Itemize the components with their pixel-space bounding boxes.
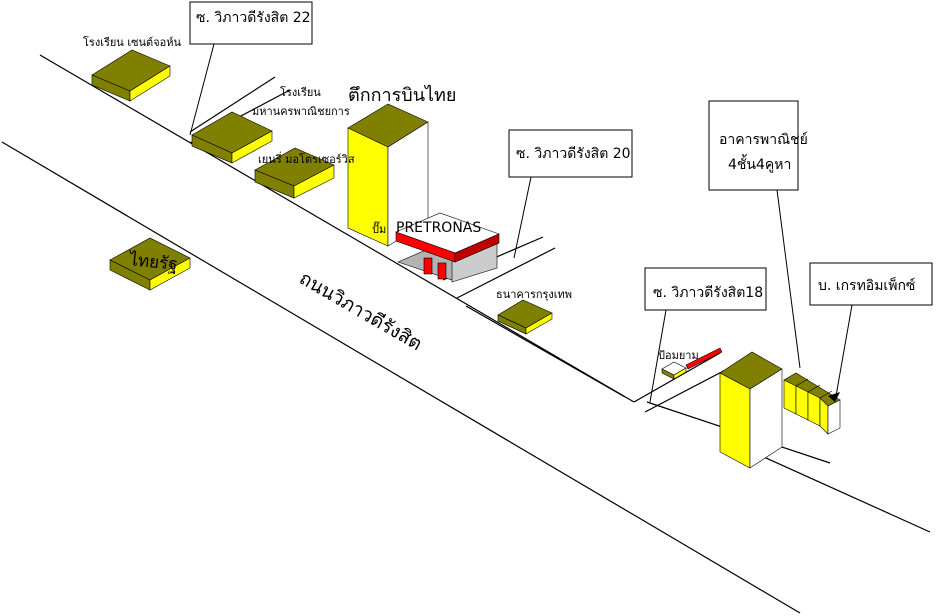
label-soi-18: ซ. วิภาวดีรังสิต18 bbox=[653, 285, 763, 301]
label-commerce-school-line2: มหานครพาณิชยการ bbox=[252, 105, 350, 118]
road-edge-main-north bbox=[39, 54, 635, 403]
side-road-edge bbox=[465, 305, 626, 398]
motor-service-building bbox=[254, 147, 335, 199]
label-bangkok-bank: ธนาคารกรุงเทพ bbox=[496, 288, 572, 301]
bangkok-bank-building bbox=[497, 299, 553, 335]
label-thai-airways: ตึกการบินไทย bbox=[348, 84, 456, 106]
label-soi-20: ซ. วิภาวดีรังสิต 20 bbox=[516, 146, 631, 162]
guard-booth bbox=[661, 347, 723, 380]
thai-airways-tower bbox=[347, 103, 429, 247]
road-edge-main-south bbox=[1, 141, 801, 614]
right-road-edge-2 bbox=[754, 452, 931, 533]
callout-soi-22 bbox=[189, 1, 313, 136]
label-motor-service: เยนรี่ มอโตรเซอร์วิส bbox=[258, 151, 355, 166]
label-gas-station-prefix: ปั๊ม bbox=[372, 221, 386, 236]
shophouse-row bbox=[783, 372, 841, 435]
thai-rath-building bbox=[109, 237, 191, 291]
label-soi-22: ซ. วิภาวดีรังสิต 22 bbox=[196, 10, 311, 26]
st-john-school-building bbox=[91, 49, 171, 102]
soi-20-road-south bbox=[456, 247, 556, 299]
label-commercial-line1: อาคารพาณิชย์ bbox=[719, 131, 808, 148]
soi-18-tower bbox=[719, 351, 783, 469]
label-guard-booth: ป้อมยาม bbox=[658, 349, 699, 362]
label-commercial-line2: 4ชั้น4คูหา bbox=[728, 154, 791, 173]
label-gas-station-brand: PRETRONAS bbox=[396, 220, 481, 236]
label-commerce-school-line1: โรงเรียน bbox=[280, 85, 321, 99]
label-graphimax: บ. เกรทอิมเพ็กซ์ bbox=[818, 276, 915, 294]
callout-commercial bbox=[708, 100, 801, 369]
gas-station bbox=[395, 212, 500, 283]
label-thai-rath: ไทยรัฐ bbox=[126, 249, 178, 275]
callout-soi-18 bbox=[644, 267, 767, 403]
label-st-john-school: โรงเรียน เซนต์จอห์น bbox=[83, 35, 182, 49]
commerce-school-building bbox=[191, 111, 273, 164]
label-road-name: ถนนวิภาวดีรังสิต bbox=[296, 267, 426, 355]
front-road-line bbox=[189, 76, 276, 133]
callout-graphimax bbox=[809, 262, 933, 402]
callout-soi-20 bbox=[508, 129, 633, 259]
